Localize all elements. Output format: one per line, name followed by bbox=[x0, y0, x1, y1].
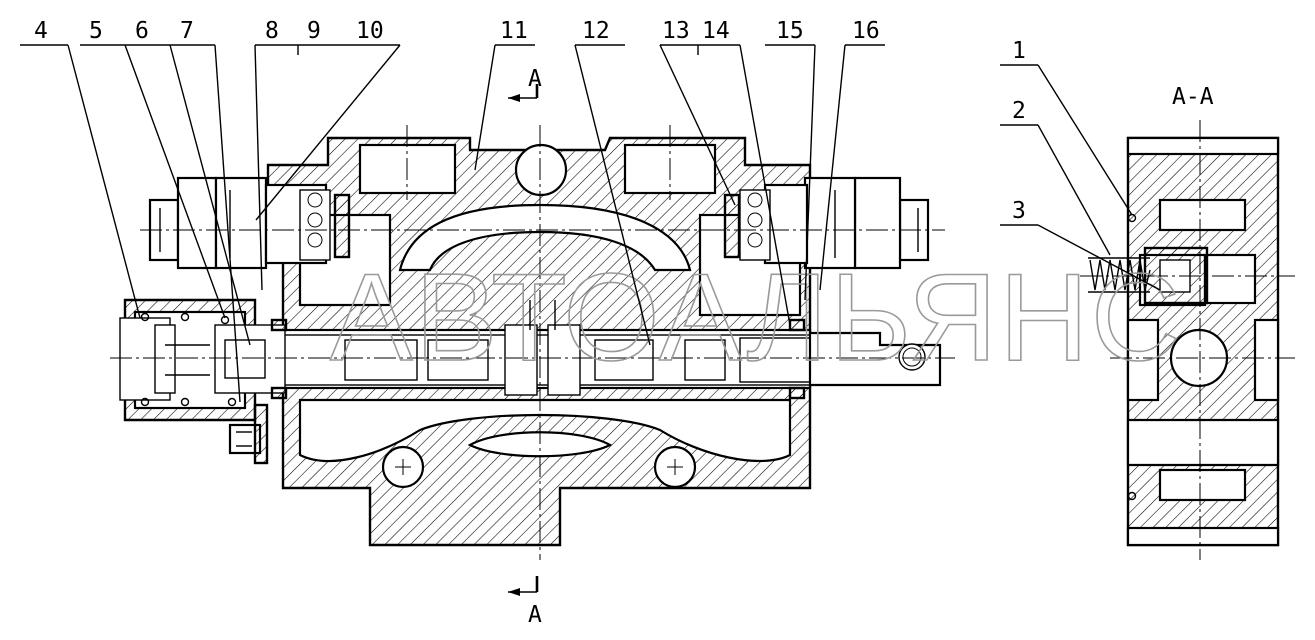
seal-left-bottom bbox=[270, 386, 288, 400]
seal-left-top bbox=[270, 318, 288, 332]
callout-15: 15 bbox=[776, 18, 804, 44]
callout-13: 13 bbox=[662, 18, 690, 44]
inner-channel-lower bbox=[298, 398, 792, 463]
mount-hole-left bbox=[381, 445, 425, 489]
callout-2: 2 bbox=[1012, 98, 1026, 124]
inner-channel-center bbox=[467, 431, 613, 458]
section-marker-top: A bbox=[508, 66, 542, 102]
watermark: АВТОАЛЬЯНС bbox=[330, 249, 1182, 387]
callout-4: 4 bbox=[34, 18, 48, 44]
section-view-a-a: A-A bbox=[1080, 84, 1295, 560]
spring bbox=[1089, 259, 1151, 291]
callout-1: 1 bbox=[1012, 38, 1026, 64]
left-end-cap bbox=[119, 298, 286, 422]
drain-plug bbox=[228, 403, 269, 465]
leader-lines bbox=[20, 44, 1161, 403]
callout-7: 7 bbox=[180, 18, 194, 44]
circular-port-top bbox=[514, 143, 568, 197]
callout-10: 10 bbox=[356, 18, 384, 44]
section-label-top: A bbox=[528, 66, 542, 92]
section-title: A-A bbox=[1172, 84, 1214, 110]
spool-clevis bbox=[808, 331, 942, 387]
seal-right-bottom bbox=[788, 386, 806, 400]
inner-channel-upper bbox=[398, 203, 692, 272]
callout-14: 14 bbox=[702, 18, 730, 44]
relief-valve-left bbox=[148, 176, 351, 270]
section-label-bottom: A bbox=[528, 602, 542, 628]
callout-3: 3 bbox=[1012, 198, 1026, 224]
section-marker-bottom: A bbox=[508, 576, 542, 628]
callout-16: 16 bbox=[852, 18, 880, 44]
callout-6: 6 bbox=[135, 18, 149, 44]
callout-5: 5 bbox=[89, 18, 103, 44]
callouts: 4 5 6 7 8 9 10 11 12 13 14 15 16 1 2 3 bbox=[20, 18, 1161, 403]
callout-8: 8 bbox=[265, 18, 279, 44]
main-view: A A bbox=[110, 66, 955, 628]
callout-12: 12 bbox=[582, 18, 610, 44]
mount-hole-right bbox=[653, 445, 697, 489]
callout-9: 9 bbox=[307, 18, 321, 44]
callout-11: 11 bbox=[500, 18, 528, 44]
